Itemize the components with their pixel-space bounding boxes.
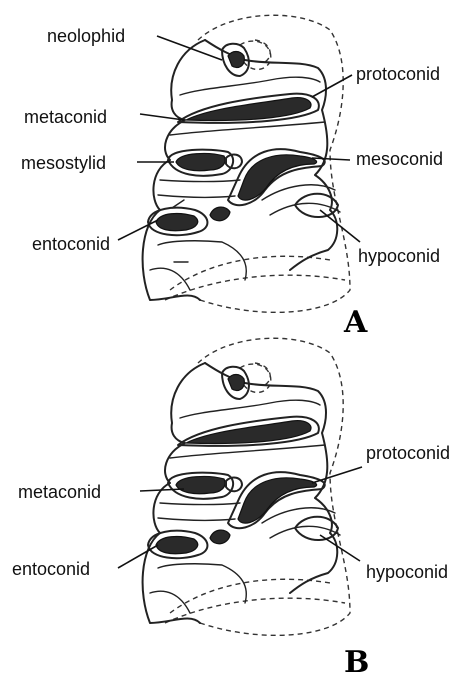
leader-metaconid-b xyxy=(140,489,184,491)
tooth-drawing-b xyxy=(143,338,350,635)
leader-hypoconid-a xyxy=(320,210,360,242)
tooth-drawing-a xyxy=(143,15,350,312)
label-hypoconid-a: hypoconid xyxy=(358,246,440,266)
label-mesoconid-a: mesoconid xyxy=(356,149,443,169)
label-mesostylid-a: mesostylid xyxy=(21,153,106,173)
leader-entoconid-b xyxy=(118,545,158,568)
leader-neolophid-a xyxy=(157,36,222,60)
leader-protoconid-a xyxy=(312,75,352,97)
label-hypoconid-b: hypoconid xyxy=(366,562,448,582)
panel-b: protoconid metaconid entoconid hypoconid… xyxy=(12,338,450,680)
panel-letter-a: A xyxy=(343,305,368,340)
label-protoconid-a: protoconid xyxy=(356,64,440,84)
panel-letter-b: B xyxy=(344,645,369,680)
label-entoconid-a: entoconid xyxy=(32,234,110,254)
label-metaconid-a: metaconid xyxy=(24,107,107,127)
label-neolophid-a: neolophid xyxy=(47,26,125,46)
leader-hypoconid-b xyxy=(320,535,360,561)
leader-mesoconid-a xyxy=(312,158,350,160)
label-metaconid-b: metaconid xyxy=(18,482,101,502)
label-protoconid-b: protoconid xyxy=(366,443,450,463)
panel-a: neolophid protoconid metaconid mesostyli… xyxy=(21,15,443,340)
label-entoconid-b: entoconid xyxy=(12,559,90,579)
leader-protoconid-b xyxy=(312,467,362,483)
